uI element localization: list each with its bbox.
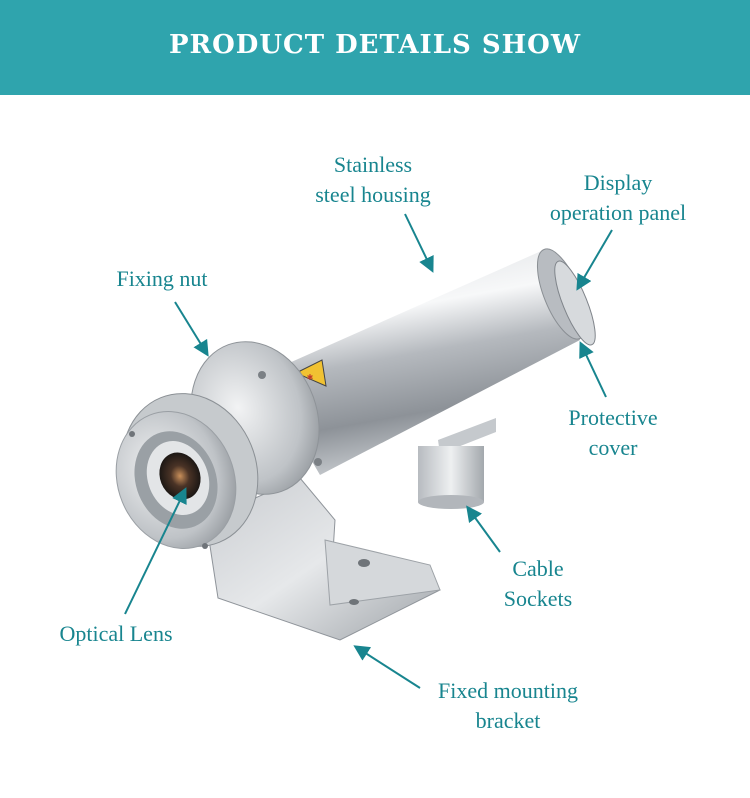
label-optical-lens: Optical Lens [59,621,173,646]
svg-text:✱: ✱ [307,373,314,382]
optical-lens [159,452,201,500]
label-fixing-nut: Fixing nut [116,266,208,291]
label-mounting-bracket: Fixed mounting bracket [438,678,578,733]
label-display-panel: Display operation panel [549,170,687,225]
mounting-bracket [205,477,441,641]
label-protective-cover: Protective cover [568,405,658,460]
label-stainless-housing: Stainless steel housing [315,152,431,207]
label-cable-sockets: Cable Sockets [503,556,573,611]
page-title: PRODUCT DETAILS SHOW [168,30,582,60]
header-banner: PRODUCT DETAILS SHOW [0,0,750,95]
cable-socket [418,418,496,509]
